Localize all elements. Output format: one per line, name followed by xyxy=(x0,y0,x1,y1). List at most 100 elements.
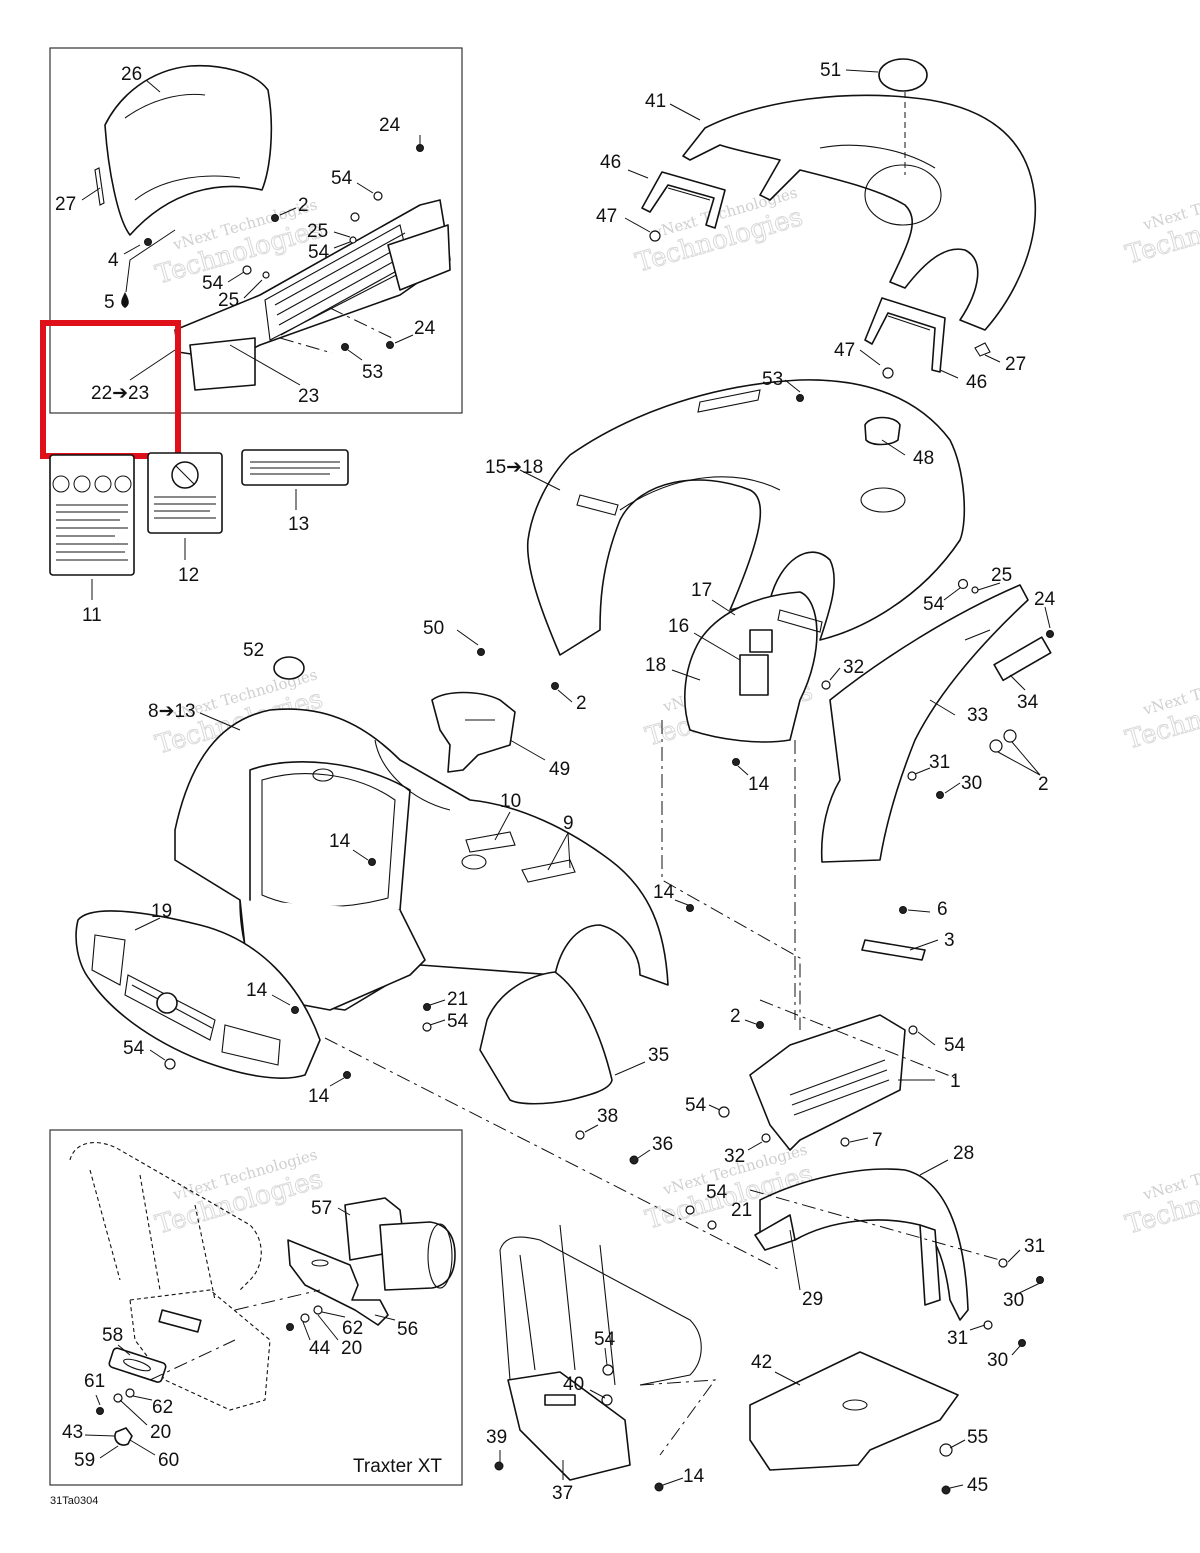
part-51-cap xyxy=(878,58,928,92)
washer-47 xyxy=(882,367,894,379)
part-19-bumper xyxy=(75,910,321,1079)
part-42-skid-plate xyxy=(749,1351,959,1471)
part-label: 36 xyxy=(652,1134,673,1155)
inset-caption: Traxter XT xyxy=(353,1456,442,1477)
part-label: 26 xyxy=(121,64,142,85)
part-label: 31 xyxy=(929,752,950,773)
fasteners-mid-right xyxy=(551,394,1054,799)
decal-13 xyxy=(241,449,349,486)
part-label: 24 xyxy=(379,115,401,136)
part-front-bar-guard xyxy=(499,1224,702,1386)
part-label: 40 xyxy=(563,1374,584,1395)
part-46-bracket-right xyxy=(864,297,946,373)
leaders-top-left xyxy=(81,79,421,386)
part-label: 2 xyxy=(576,693,587,714)
part-3-strip xyxy=(861,939,926,961)
part-label: 44 xyxy=(309,1338,331,1359)
part-label: 48 xyxy=(913,448,934,469)
label-22-23: 22➔23 xyxy=(91,383,149,404)
part-41-shroud xyxy=(682,94,1037,331)
part-33-side-fender xyxy=(820,584,1052,863)
part-label: 2 xyxy=(730,1006,741,1027)
part-label: 35 xyxy=(648,1045,669,1066)
part-label: 17 xyxy=(691,580,712,601)
part-46-bracket-top xyxy=(641,171,726,229)
part-label: 32 xyxy=(724,1146,745,1167)
inset-box-front-bumper xyxy=(49,47,463,414)
part-label: 54 xyxy=(308,242,330,263)
part-label: 14 xyxy=(653,882,675,903)
part-label: 15➔18 xyxy=(485,457,543,478)
part-label: 24 xyxy=(1034,589,1056,610)
part-label: 61 xyxy=(84,1371,105,1392)
part-label: 29 xyxy=(802,1289,823,1310)
part-label: 56 xyxy=(397,1319,418,1340)
part-label: 20 xyxy=(150,1422,171,1443)
part-label: 3 xyxy=(944,930,955,951)
part-label: 32 xyxy=(843,657,864,678)
part-label: 55 xyxy=(967,1427,988,1448)
part-label: 25 xyxy=(307,221,328,242)
part-label: 24 xyxy=(414,318,436,339)
part-label: 10 xyxy=(500,791,521,812)
part-label: 21 xyxy=(447,989,468,1010)
part-label: 53 xyxy=(362,362,383,383)
part-16-17-panel xyxy=(684,591,823,743)
part-label: 27 xyxy=(1005,354,1026,375)
part-28-mudguard xyxy=(754,1168,969,1321)
part-label: 47 xyxy=(834,340,855,361)
part-label: 54 xyxy=(594,1329,616,1350)
part-label: 23 xyxy=(298,386,319,407)
part-label: 38 xyxy=(597,1106,618,1127)
part-label: 54 xyxy=(685,1095,707,1116)
part-15-rear-fender xyxy=(526,379,966,656)
part-label: 5 xyxy=(104,292,115,313)
part-labels: 26 27 24 54 2 25 54 4 5 54 25 24 53 23 1… xyxy=(55,60,1056,1504)
part-label: 14 xyxy=(683,1466,705,1487)
part-48-cap xyxy=(864,416,901,446)
part-35-deflector xyxy=(479,971,613,1105)
part-label: 47 xyxy=(596,206,617,227)
leaders-mid-lower xyxy=(134,629,1041,1489)
part-label: 58 xyxy=(102,1325,123,1346)
part-label: 49 xyxy=(549,759,570,780)
part-label: 54 xyxy=(331,168,353,189)
part-label: 39 xyxy=(486,1427,507,1448)
part-label: 31 xyxy=(947,1328,968,1349)
leaders-mid-right xyxy=(519,379,1051,1030)
part-label: 45 xyxy=(967,1475,988,1496)
part-label: 14 xyxy=(308,1086,330,1107)
part-37-skid-guard xyxy=(507,1371,631,1481)
inset-box-traxter-xt xyxy=(49,1129,463,1486)
part-label: 19 xyxy=(151,901,172,922)
part-label: 16 xyxy=(668,616,689,637)
part-49-bracket xyxy=(431,691,516,773)
decal-12 xyxy=(147,452,223,534)
part-label: 4 xyxy=(108,250,119,271)
part-label: 34 xyxy=(1017,692,1039,713)
part-label: 9 xyxy=(563,813,574,834)
leaders-top-right xyxy=(624,69,1001,379)
part-8-front-body xyxy=(174,708,669,1011)
part-58-fairlead xyxy=(108,1347,167,1383)
part-label: 54 xyxy=(944,1035,966,1056)
part-label: 8➔13 xyxy=(148,701,196,722)
part-label: 62 xyxy=(152,1397,173,1418)
part-1-step xyxy=(749,1014,906,1151)
part-label: 14 xyxy=(246,980,268,1001)
part-label: 41 xyxy=(645,91,666,112)
part-27-clip-left xyxy=(94,167,105,206)
part-5-adhesive-drop xyxy=(121,292,129,308)
part-57-winch xyxy=(344,1197,456,1291)
washer-47 xyxy=(649,230,661,242)
part-label: 54 xyxy=(202,273,224,294)
part-front-bumper-grille xyxy=(174,199,451,391)
part-label: 42 xyxy=(751,1352,772,1373)
part-label: 28 xyxy=(953,1143,974,1164)
part-label: 25 xyxy=(991,565,1012,586)
part-label: 54 xyxy=(923,594,945,615)
part-56-bracket xyxy=(287,1239,389,1326)
decal-11 xyxy=(49,454,135,576)
part-label: 57 xyxy=(311,1198,332,1219)
